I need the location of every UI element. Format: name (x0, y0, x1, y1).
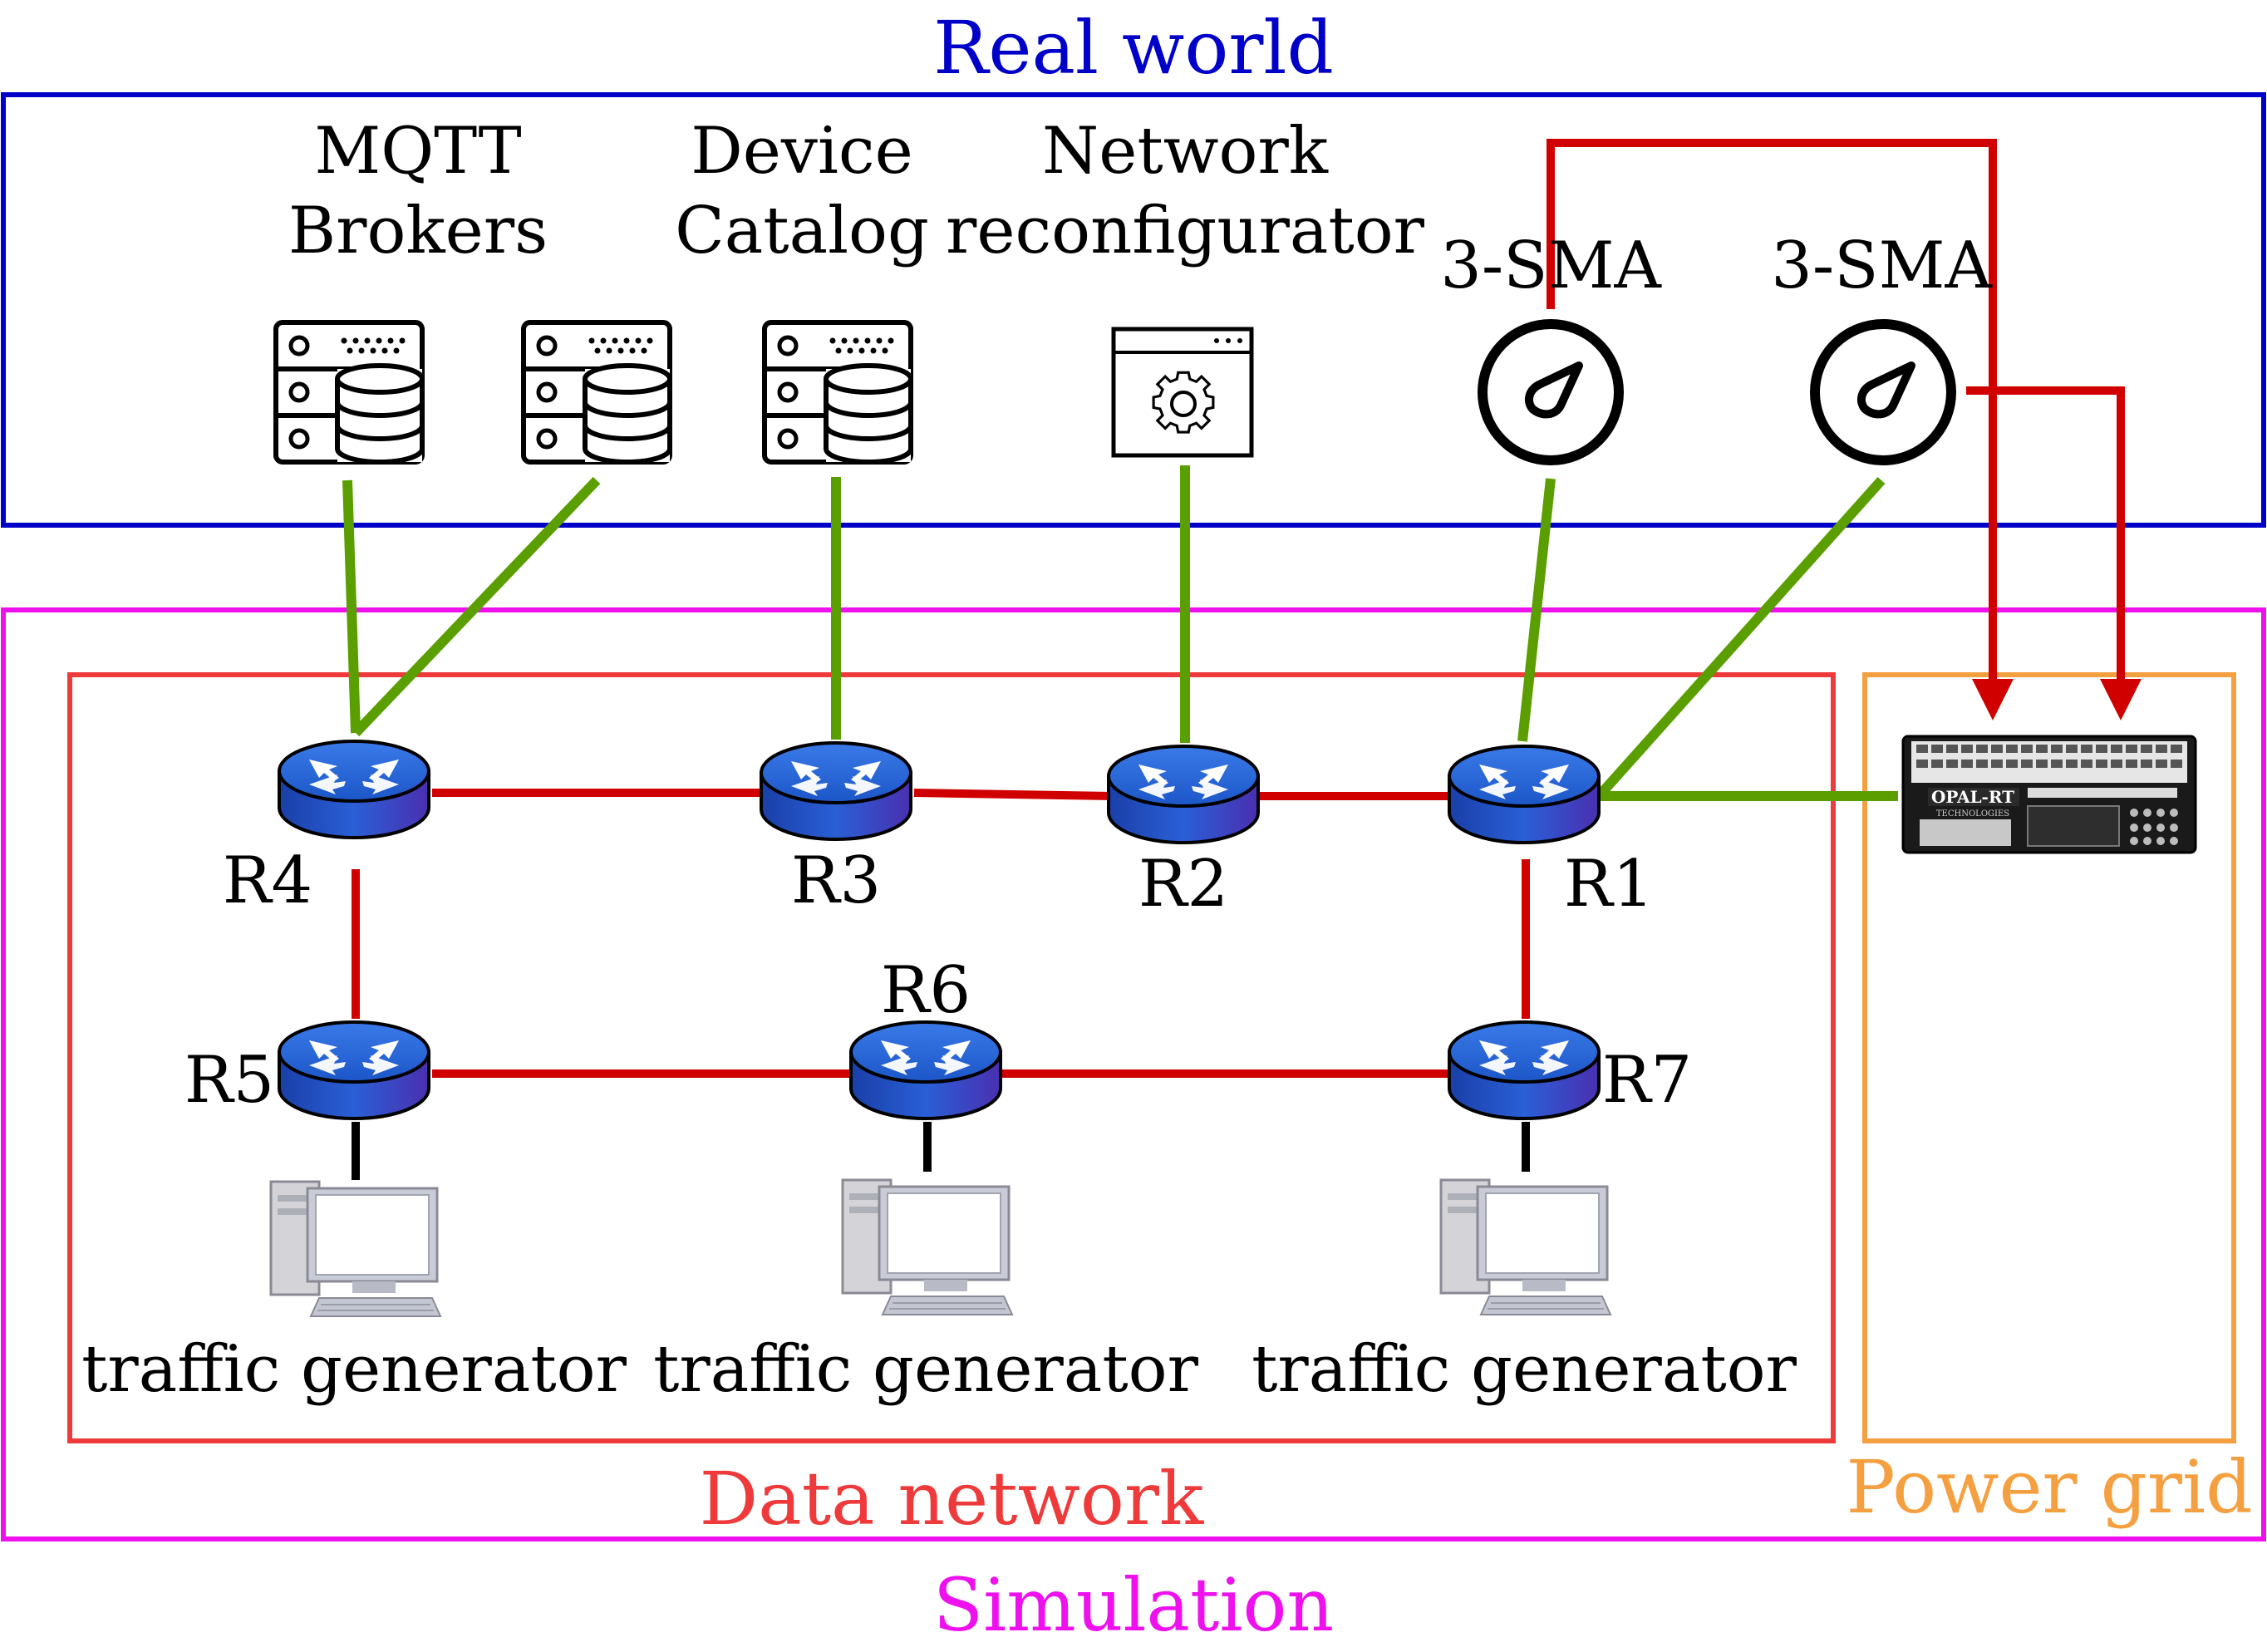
router-r6 (849, 1020, 1002, 1120)
router-r3-label: R3 (791, 843, 881, 918)
simulation-box (1, 607, 2266, 1541)
mqtt-broker-2 (524, 322, 670, 462)
router-icon (1448, 1020, 1601, 1120)
desktop-computer-icon (269, 1180, 442, 1318)
power-grid-title: Power grid (1847, 1444, 2253, 1530)
router-r5-label: R5 (184, 1043, 274, 1118)
router-r5 (278, 1020, 430, 1120)
catalog-label-line1: Device (691, 114, 913, 189)
service-links (342, 465, 1898, 801)
device-catalog-server (765, 322, 911, 462)
router-r1-label: R1 (1564, 847, 1654, 922)
sma2-label: 3-SMA (1771, 229, 1993, 303)
router-r6-label: R6 (881, 953, 971, 1028)
simulator-brand: OPAL-RT (1931, 787, 2014, 807)
router-icon (1448, 745, 1601, 844)
sma-meter-2 (1815, 324, 1951, 460)
control-arrows (1547, 139, 2142, 720)
host-links (352, 1122, 1530, 1180)
mqtt-label-line1: MQTT (314, 114, 521, 189)
sma1-label: 3-SMA (1440, 229, 1662, 303)
router-r7-label: R7 (1602, 1043, 1692, 1118)
mqtt-label-line2: Brokers (288, 194, 548, 268)
simulation-title: Simulation (933, 1562, 1334, 1648)
reconfig-label-line1: Network (1042, 114, 1329, 189)
gauge-icon (1815, 324, 1951, 460)
router-icon (1107, 745, 1260, 844)
traffic-generator-label-middle: traffic generator (653, 1332, 1199, 1407)
mqtt-broker-1 (276, 322, 422, 462)
traffic-generator-pc-right (1439, 1178, 1612, 1316)
real-world-title: Real world (933, 5, 1334, 91)
desktop-computer-icon (1439, 1178, 1612, 1316)
router-icon (278, 1020, 430, 1120)
router-icon (760, 741, 912, 841)
database-server-icon (524, 322, 670, 462)
real-time-simulator: OPAL-RT TECHNOLOGIES (1901, 735, 2197, 854)
catalog-label-line2: Catalog (675, 194, 929, 268)
database-server-icon (765, 322, 911, 462)
reconfig-label-line2: reconfigurator (946, 194, 1425, 268)
simulator-brand-sub: TECHNOLOGIES (1936, 809, 2009, 819)
database-server-icon (276, 322, 422, 462)
router-r4-label: R4 (223, 843, 312, 918)
router-r3 (760, 741, 912, 841)
power-grid-box (1862, 672, 2236, 1443)
router-r4 (278, 740, 430, 839)
router-r2-label: R2 (1138, 847, 1228, 922)
network-reconfigurator-app (1111, 327, 1254, 458)
real-world-box (1, 92, 2266, 528)
data-network-box (67, 672, 1836, 1443)
traffic-generator-pc-middle (841, 1178, 1014, 1316)
router-icon (849, 1020, 1002, 1120)
traffic-generator-label-left: traffic generator (81, 1332, 627, 1407)
router-r7 (1448, 1020, 1601, 1120)
router-r2 (1107, 745, 1260, 844)
desktop-computer-icon (841, 1178, 1014, 1316)
data-network-title: Data network (700, 1456, 1204, 1541)
router-icon (278, 740, 430, 839)
router-r1 (1448, 745, 1601, 844)
gauge-icon (1483, 324, 1619, 460)
sma-meter-1 (1483, 324, 1619, 460)
traffic-generator-label-right: traffic generator (1252, 1332, 1797, 1407)
network-links (352, 789, 1530, 1078)
traffic-generator-pc-left (269, 1180, 442, 1318)
